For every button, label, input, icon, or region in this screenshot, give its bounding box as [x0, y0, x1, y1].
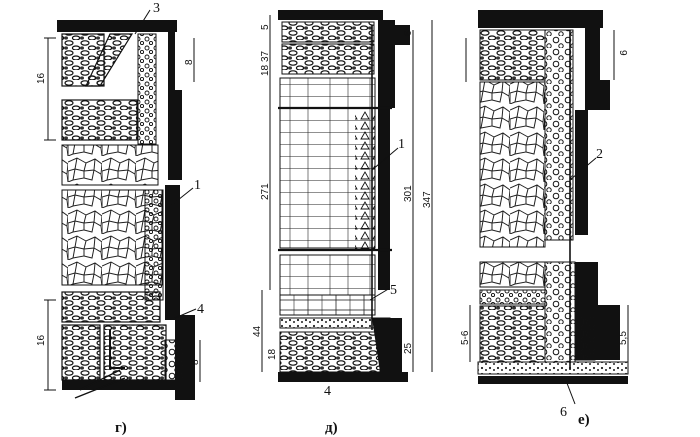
panel-d-callout-5: 5	[390, 283, 397, 298]
panel-g-leader-3	[134, 9, 151, 35]
panel-d-foundation-stones	[279, 331, 381, 373]
panel-g-leader-4	[174, 308, 197, 319]
panel-d-dim-label-25: 25	[403, 342, 414, 354]
panel-g-base-insulation	[164, 339, 186, 381]
panel-e-callout-2: 2	[596, 147, 603, 162]
panel-d-dim-label-44: 44	[252, 325, 263, 337]
panel-g-dim-label-2: 8	[184, 59, 195, 65]
panel-d-dim-label-18-bottom: 18	[267, 348, 278, 360]
panel-d: 1 5 4 5 37 18 6 271 301 347 44 18 25 д)	[252, 10, 433, 436]
panel-e-insulation-column	[544, 29, 574, 241]
panel-d-dim-label-271: 271	[260, 183, 271, 200]
panel-d-stone-course-2	[281, 43, 375, 75]
panel-g-rubble-fill-upper	[61, 144, 159, 186]
panel-e-caption: е)	[578, 412, 590, 428]
panel-g-right-wall-upper	[160, 32, 182, 180]
panel-g-base-block-right	[103, 324, 167, 381]
panel-d-dim-label-347: 347	[422, 191, 433, 208]
panel-d-dim-label-6: 6	[403, 30, 414, 36]
panel-d-insulation-triangles	[355, 110, 375, 250]
panel-g-drain-line-1	[79, 369, 121, 391]
panel-d-dim-label-5: 5	[260, 24, 271, 30]
panel-e-leader-2	[569, 157, 597, 181]
panel-g-insulation-column	[137, 33, 157, 145]
panel-g-caption: г)	[115, 420, 127, 436]
panel-g-insulation-column-lower	[144, 189, 164, 301]
panel-g-bottom-slab	[62, 380, 187, 390]
panel-g-inclined-brace	[85, 33, 134, 87]
panel-e-rubble-fill	[479, 81, 546, 248]
panel-g-dim-label-4: 8	[190, 359, 201, 365]
panel-e-dotted-band	[479, 289, 546, 305]
panel-e-dim-label-5-5: 5,5	[618, 331, 629, 345]
panel-d-dim-label-37: 37	[260, 50, 271, 62]
panel-g-top-slab	[57, 20, 177, 32]
panel-d-caption: д)	[325, 420, 338, 436]
panel-e-callout-6: 6	[560, 405, 567, 420]
panel-e-base-stones	[479, 305, 546, 363]
panel-g-callout-3: 3	[153, 1, 160, 16]
panel-e-right-wall-top	[585, 28, 610, 110]
panel-d-top-slab	[278, 10, 383, 20]
panel-d-bottom-slab	[278, 372, 408, 382]
panel-d-foundation-wall	[372, 318, 402, 372]
panel-d-plank-wall-lower	[279, 254, 376, 296]
panel-g-leader-1	[167, 187, 194, 209]
panel-g-callout-1: 1	[194, 178, 201, 193]
panel-d-dim-label-18: 18	[260, 64, 271, 76]
panel-g-callout-4: 4	[197, 302, 204, 317]
panel-d-top-stone-course	[281, 21, 375, 43]
panel-g-stone-course	[61, 291, 161, 323]
panel-d-brick-course	[279, 294, 376, 316]
panel-d-top-parapet	[395, 25, 410, 45]
panel-e-dim-label-5-6: 5-6	[460, 330, 471, 345]
panel-e-rubble-fill-lower	[479, 261, 546, 288]
panel-e-top-stone-block	[479, 29, 546, 81]
panel-d-callout-1: 1	[398, 137, 405, 152]
panel-d-callout-4: 4	[324, 384, 331, 399]
panel-g-drain-line-2	[74, 377, 126, 399]
panel-e-base-insulation	[574, 314, 596, 361]
panel-e-gravel-bed	[477, 361, 629, 375]
panel-d-right-wall	[378, 20, 395, 290]
panel-g-base-block-left	[61, 324, 101, 381]
panel-d-leader-1	[371, 147, 399, 171]
panel-g-dim-label-3: 16	[36, 334, 47, 346]
panel-g-stone-block-mid	[61, 99, 138, 141]
panel-g: 3 1 4 16 8 16 8 г)	[36, 1, 204, 436]
panel-g-dim-label-1: 16	[36, 72, 47, 84]
panel-e-bottom-slab	[478, 376, 628, 384]
panel-g-right-wall-mid	[165, 185, 180, 320]
panel-e: 2 6 9 5-6 5,5 е)	[460, 10, 629, 428]
panel-e-right-wall-mid	[575, 110, 588, 235]
panel-d-leader-5	[369, 287, 391, 301]
panel-e-leader-6	[564, 377, 576, 405]
panel-e-top-slab	[478, 10, 603, 28]
panel-e-dim-label-9: 9	[617, 50, 628, 56]
panel-g-pipe	[109, 330, 125, 369]
panel-d-dim-label-301: 301	[403, 185, 414, 202]
